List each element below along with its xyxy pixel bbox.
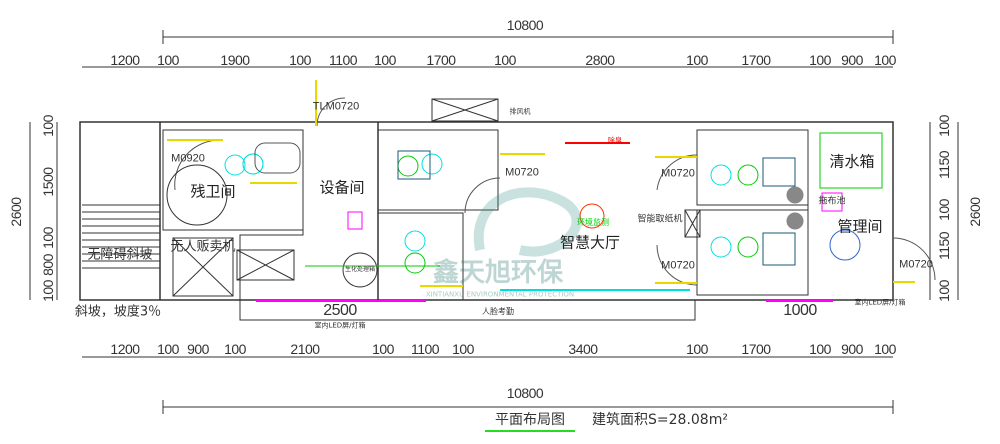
dim-bottom: 100 <box>874 341 896 357</box>
dim-overall-bottom: 10800 <box>506 385 544 401</box>
door-m0720: M0720 <box>899 258 933 271</box>
dim-right: 100 <box>936 280 952 302</box>
dim-left: 100 <box>40 280 56 302</box>
dim-top: 1200 <box>110 52 140 68</box>
dim-top: 100 <box>289 52 311 68</box>
door-tlm0720: TLM0720 <box>312 100 360 113</box>
dim-bottom: 100 <box>452 341 474 357</box>
dim-top: 100 <box>157 52 179 68</box>
env-monitor: 环境监测 <box>577 218 609 227</box>
dim-top: 100 <box>494 52 516 68</box>
led-screen-left: 室内LED屏/灯箱 <box>314 321 366 330</box>
dim-inner-1000: 1000 <box>783 302 817 319</box>
dim-right-total: 2600 <box>967 197 983 227</box>
door-m0920: M0920 <box>171 152 205 165</box>
dim-top: 2800 <box>585 52 615 68</box>
dim-top: 1900 <box>220 52 250 68</box>
vending-machine: 无人贩卖机 <box>170 239 236 255</box>
room-clean-water-tank: 清水箱 <box>829 152 875 171</box>
dim-bottom: 100 <box>157 341 179 357</box>
dim-top: 100 <box>809 52 831 68</box>
dim-bottom: 100 <box>224 341 246 357</box>
dim-right: 1150 <box>936 231 952 261</box>
dim-bottom: 3400 <box>568 341 598 357</box>
dim-top: 100 <box>374 52 396 68</box>
deodorizer: 除臭 <box>608 136 622 145</box>
dim-right: 1150 <box>936 150 952 180</box>
dim-bottom: 1200 <box>110 341 140 357</box>
dim-top: 100 <box>686 52 708 68</box>
dim-top: 900 <box>841 52 863 68</box>
smart-paper-dispenser: 智能取纸机 <box>637 214 683 225</box>
dim-left-total: 2600 <box>8 197 24 227</box>
dim-top: 1700 <box>741 52 771 68</box>
plan-title: 平面布局图 <box>495 412 565 428</box>
dim-top: 100 <box>874 52 896 68</box>
exhaust-fan: 排风机 <box>509 107 531 116</box>
dim-left: 800 <box>40 254 56 276</box>
door-m0720: M0720 <box>661 259 695 272</box>
door-m0720: M0720 <box>505 166 539 179</box>
sewage-tank: 生化处理箱 <box>344 266 376 273</box>
watermark-sub: XINTIANXU ENVIRONMENTAL PROTECTION <box>425 290 575 299</box>
dim-left: 1500 <box>40 167 56 197</box>
dim-bottom: 1700 <box>741 341 771 357</box>
watermark-brand: 鑫天旭环保 <box>432 258 564 288</box>
door-m0720: M0720 <box>661 167 695 180</box>
dim-bottom: 1100 <box>410 341 440 357</box>
building-area: 建筑面积S=28.08m² <box>592 412 728 428</box>
dim-inner-2500: 2500 <box>323 302 357 319</box>
room-management: 管理间 <box>837 217 883 236</box>
mop-pool: 拖布池 <box>818 196 846 207</box>
dim-right: 100 <box>936 199 952 221</box>
room-accessible-toilet: 残卫间 <box>190 182 236 201</box>
room-equipment: 设备间 <box>319 178 365 197</box>
room-smart-hall: 智慧大厅 <box>559 233 621 252</box>
dim-bottom: 900 <box>841 341 863 357</box>
dim-left: 100 <box>40 115 56 137</box>
dim-right: 100 <box>936 115 952 137</box>
dim-bottom: 100 <box>686 341 708 357</box>
dim-overall-top: 10800 <box>506 17 544 33</box>
slope-label: 斜坡，坡度3％ <box>74 304 162 320</box>
dim-top: 1100 <box>328 52 358 68</box>
dim-left: 100 <box>40 227 56 249</box>
title-underline <box>485 430 575 432</box>
dim-bottom: 900 <box>187 341 209 357</box>
dim-top: 1700 <box>426 52 456 68</box>
dim-bottom: 2100 <box>290 341 320 357</box>
watermark-logo <box>473 187 582 257</box>
led-screen-right: 室内LED屏/灯箱 <box>854 298 906 307</box>
face-attendance: 人脸考勤 <box>482 307 514 316</box>
dim-bottom: 100 <box>372 341 394 357</box>
dim-bottom: 100 <box>809 341 831 357</box>
ramp: 无障碍斜坡 <box>87 247 153 263</box>
